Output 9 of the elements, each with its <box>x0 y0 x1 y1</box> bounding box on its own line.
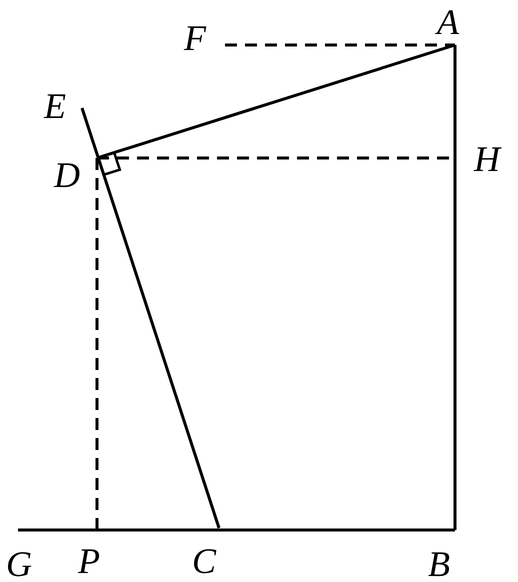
point-label: C <box>192 543 216 579</box>
point-label: P <box>78 543 100 579</box>
point-label: B <box>428 546 450 582</box>
point-label: D <box>54 157 80 193</box>
point-label: E <box>44 88 66 124</box>
point-label: H <box>474 141 500 177</box>
point-label: A <box>437 4 459 40</box>
point-label: F <box>184 20 206 56</box>
point-label: G <box>6 546 32 582</box>
